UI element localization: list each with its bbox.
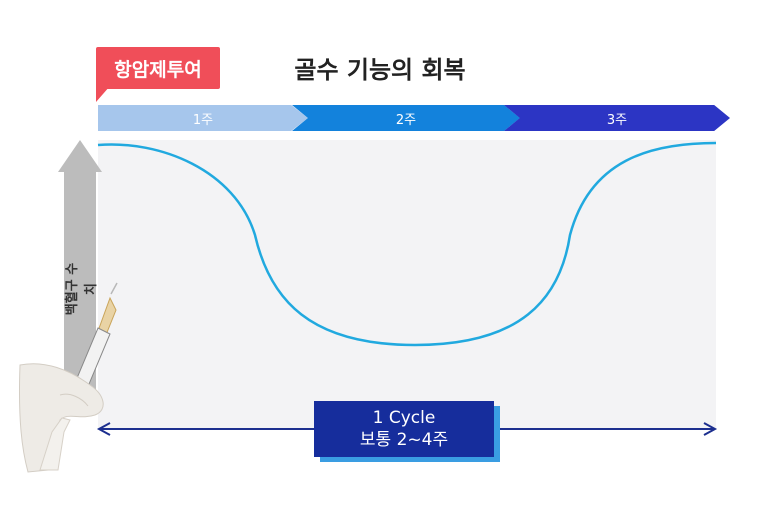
cycle-box: 1 Cycle 보통 2~4주 — [314, 401, 494, 457]
week-1-arrow: 1주 — [98, 105, 308, 131]
cycle-line-2: 보통 2~4주 — [359, 430, 449, 450]
week-3-arrow: 3주 — [504, 105, 730, 131]
week-2-arrow: 2주 — [292, 105, 520, 131]
chemo-tag-tail — [96, 86, 110, 102]
cycle-arrow-right-head — [703, 422, 718, 436]
cycle-arrow-left-head — [96, 422, 111, 436]
syringe-hand-illustration — [18, 282, 118, 473]
wbc-curve — [97, 141, 717, 347]
chemo-tag: 항암제투여 — [96, 47, 220, 89]
y-axis-arrow-head — [58, 140, 102, 172]
diagram-title: 골수 기능의 회복 — [294, 56, 466, 84]
plot-area — [98, 140, 716, 428]
cycle-line-1: 1 Cycle — [372, 408, 436, 428]
